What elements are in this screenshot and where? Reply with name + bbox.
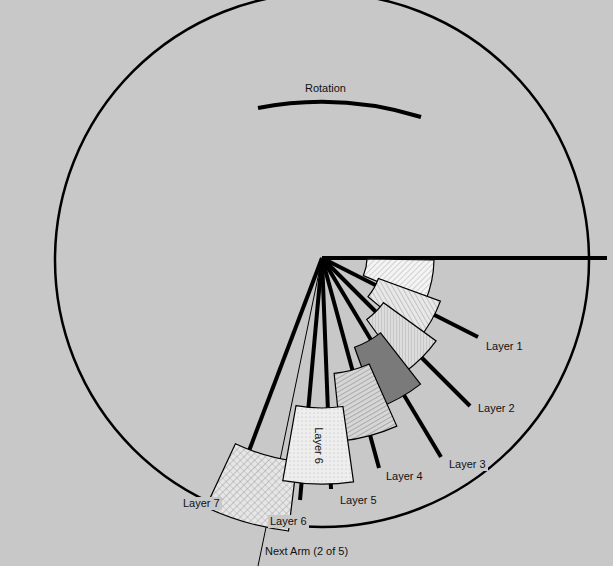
outer-circle	[55, 0, 589, 527]
layer-label: Layer 5	[338, 494, 379, 507]
layer-label: Layer 2	[476, 402, 517, 415]
layer-label: Layer 4	[384, 470, 425, 483]
layer-sectors	[206, 259, 441, 531]
layer-label: Layer 6	[268, 515, 309, 528]
sector-label: Layer 6	[312, 428, 325, 465]
arm-label: Next Arm (2 of 5)	[263, 545, 350, 558]
rotation-arc	[258, 102, 421, 117]
layer-sector: Layer 6	[280, 403, 356, 486]
layer-label: Layer 3	[447, 458, 488, 471]
layer-label: Layer 1	[484, 340, 525, 353]
reference-line	[322, 256, 607, 260]
layer-label: Layer 7	[181, 497, 222, 510]
rotation-label: Rotation	[303, 82, 348, 95]
